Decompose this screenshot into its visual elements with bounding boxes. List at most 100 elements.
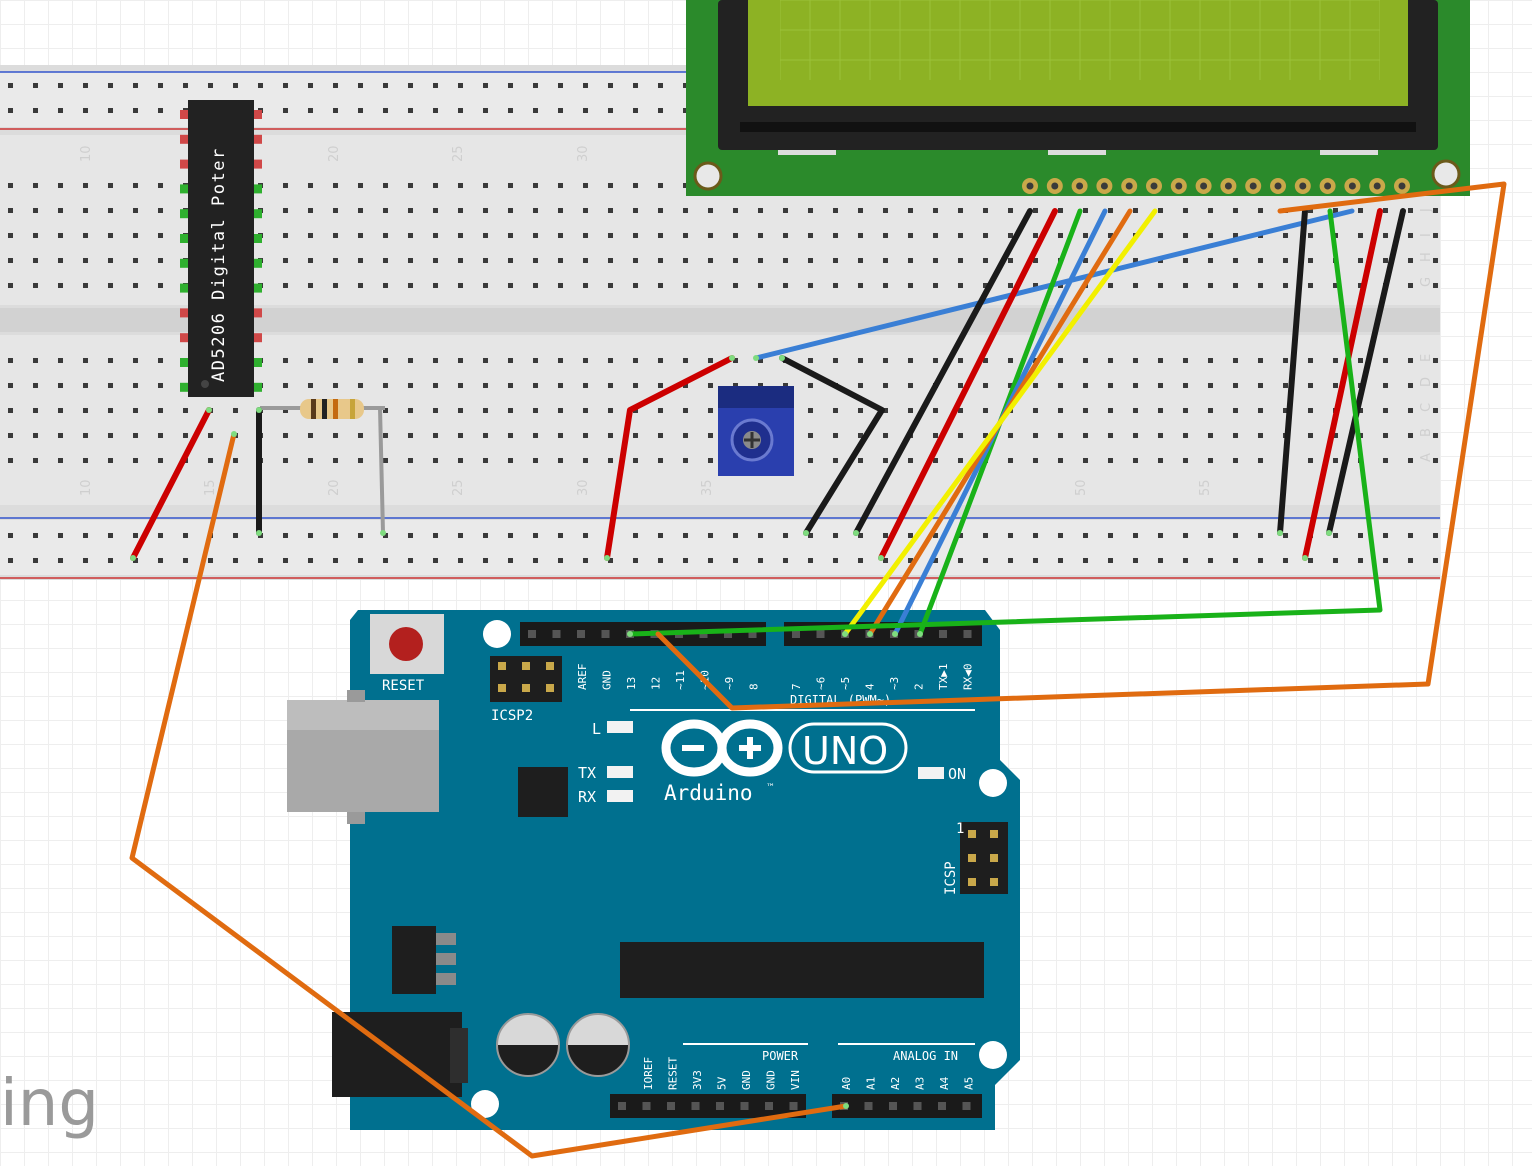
lcd-pin-hole [1100,182,1108,190]
wire-green[interactable] [627,208,1383,637]
arduino-tm: ™ [766,783,775,793]
arduino-pcb [350,610,1020,1130]
lcd-pin-hole [1051,182,1059,190]
dc-jack-rim [450,1028,468,1083]
lcd-pin-hole [1274,182,1282,190]
chip-pin [252,159,262,169]
power-header [610,1094,806,1118]
bottom-header-holes [618,1102,971,1110]
lcd-pin-hole [1076,182,1084,190]
lcd-pin-hole [1150,182,1158,190]
col-number: 50 [1074,479,1089,496]
header-hole [528,630,536,638]
connection-point [878,555,884,561]
regulator-pin [436,973,456,985]
lcd-pin-hole [1348,182,1356,190]
row-letter: D [1419,377,1434,387]
wire-black[interactable] [853,208,1033,536]
connection-point [1302,555,1308,561]
header-hole [667,1102,675,1110]
connection-point [917,631,923,637]
chip-pin [252,358,262,367]
icsp2-pin [498,684,506,692]
lcd-module[interactable] [686,0,1470,196]
resistor-band [333,399,338,419]
chip-pin [180,283,190,293]
wire-black[interactable] [1326,208,1406,536]
digital-pin-label: 4 [864,683,877,690]
led-rx-label: RX [578,788,596,806]
wire-red[interactable] [878,208,1058,561]
header-hole [642,1102,651,1110]
lcd-character-grid [780,0,1380,80]
lcd-mount-hole [693,161,723,191]
led-tx [607,766,633,778]
ad5206-chip[interactable]: AD5206 Digital Poter [180,100,262,397]
connection-point [256,530,262,536]
power-pin-label: GND [765,1070,778,1090]
power-pin-label: 3V3 [691,1070,704,1090]
header-hole [789,1102,798,1110]
resistor[interactable] [260,399,385,419]
usb-connector-top [287,700,439,730]
col-number: 25 [451,145,466,162]
header-hole [552,630,561,638]
board-mount-hole [979,1041,1007,1069]
header-hole [963,630,972,638]
led-rx [607,790,633,802]
capacitor [496,1013,560,1077]
icsp-pin [990,830,998,838]
wire-yellow[interactable] [842,208,1158,637]
icsp2-pin [522,662,530,670]
wire-black[interactable] [1277,208,1308,536]
trimmer-potentiometer[interactable] [718,386,794,476]
wire-orange[interactable] [655,181,1507,711]
icsp2-pin [546,662,554,670]
chip-pin [180,382,190,392]
chip-pin [252,209,262,219]
connection-point [256,407,262,413]
icsp2-pin [522,684,530,692]
chip-pin [180,333,190,343]
row-letter: B [1419,428,1434,437]
reset-label: RESET [382,678,425,694]
digital-pin-label: ~3 [888,677,901,690]
analog-label: ANALOG IN [893,1049,958,1063]
header-hole [938,1102,946,1110]
icsp-pin [968,878,976,886]
chip-pin [180,358,190,367]
digital-pin-label: ~11 [674,670,687,690]
wire-red[interactable] [604,355,735,561]
wire-red[interactable] [130,407,212,561]
wire-orange[interactable] [129,431,849,1159]
lcd-pin-hole [1398,182,1406,190]
connection-point [1277,530,1283,536]
col-number: 20 [327,145,342,162]
lcd-pin-hole [1175,182,1183,190]
wire-red[interactable] [1302,208,1383,561]
header-hole [864,1102,873,1110]
analog-pin-label: A2 [889,1077,902,1090]
regulator-pin [436,933,456,945]
connection-point [803,530,809,536]
uno-logo-text: UNO [802,729,888,773]
lcd-pin-hole [1249,182,1257,190]
analog-pin-label: A4 [938,1076,951,1090]
digital-pin-label: ~6 [815,677,828,690]
chip-pin [180,159,190,169]
connection-point [380,530,386,536]
resistor-band [322,399,327,419]
reset-button-cap[interactable] [389,627,423,661]
chip-pin [180,209,190,219]
wire-black[interactable] [779,355,885,536]
board-mount-hole [979,769,1007,797]
digital-pin-label: ~9 [723,677,736,690]
col-number: 30 [576,479,591,496]
chip-pin [252,382,262,392]
header-hole [962,1102,971,1110]
power-label: POWER [762,1049,799,1063]
chip-pin1-dot [201,380,209,388]
connection-point [853,530,859,536]
digital-pin-label: AREF [576,664,589,691]
